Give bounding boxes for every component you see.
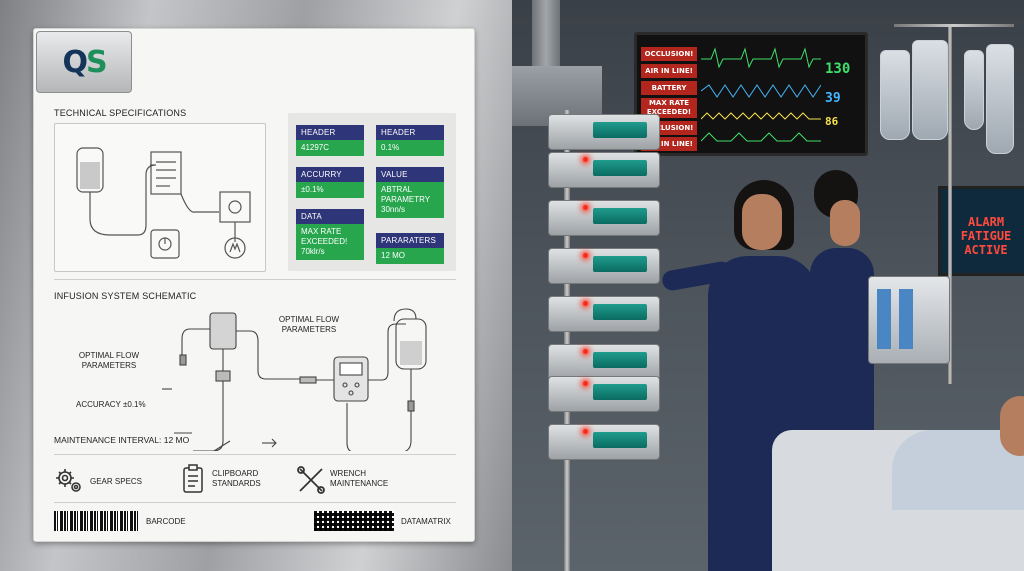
- qs-logo: QS: [36, 31, 132, 93]
- gear-specs-label: GEAR SPECS: [90, 477, 143, 486]
- infusion-pump: [548, 376, 660, 412]
- alarm-air-in-line: AIR IN LINE!: [641, 64, 697, 78]
- nurse-face: [742, 194, 782, 250]
- spec-box-header: ACCURRY: [296, 167, 364, 182]
- schematic-title: INFUSION SYSTEM SCHEMATIC: [54, 291, 197, 301]
- divider: [54, 454, 456, 455]
- spec-box-header: DATA: [296, 209, 364, 224]
- iv-bag: [880, 50, 910, 140]
- spec-box-value: ABTRAL PARAMETRY 30nn/s: [376, 182, 444, 218]
- gear-icon: [56, 469, 81, 492]
- alarm-occlusion: OCCLUSION!: [641, 47, 697, 61]
- divider: [54, 502, 456, 503]
- motor-icon: [224, 237, 246, 259]
- spec-box: ACCURRY ±0.1%: [296, 167, 364, 198]
- pump-pole: [564, 110, 570, 571]
- spec-box-header: PARARATERS: [376, 233, 444, 248]
- optimal-flow-label-top: OPTIMAL FLOW PARAMETERS: [278, 315, 340, 334]
- spec-box-value: ±0.1%: [296, 182, 364, 198]
- wrench-maintenance-label: WRENCH MAINTENANCE: [330, 469, 389, 488]
- patient-monitor: OCCLUSION! AIR IN LINE! BATTERY LOW! MAX…: [634, 32, 868, 156]
- spec-box: HEADER 0.1%: [376, 125, 444, 156]
- spec-box-value: 0.1%: [376, 140, 444, 156]
- alarm-fatigue-screen: ALARM FATIGUE ACTIVE: [938, 186, 1024, 276]
- spec-box: HEADER 41297C: [296, 125, 364, 156]
- spec-box: DATA MAX RATE EXCEEDED! 70klr/s: [296, 209, 364, 260]
- infusion-pump: [548, 200, 660, 236]
- tech-specs-title: TECHNICAL SPECIFICATIONS: [54, 108, 187, 118]
- iv-bag: [964, 50, 984, 130]
- iv-bag: [912, 40, 948, 140]
- logo-letter-s: S: [85, 44, 108, 80]
- iv-pole: [948, 24, 952, 384]
- nurse-face: [830, 200, 860, 246]
- logo-letter-q: Q: [62, 44, 87, 80]
- alarm-battery-low: BATTERY LOW!: [641, 81, 697, 106]
- spec-box-value: 41297C: [296, 140, 364, 156]
- maintenance-label: MAINTENANCE INTERVAL: 12 MO: [54, 435, 190, 445]
- barcode-label: BARCODE: [146, 517, 186, 526]
- infusion-pump: [548, 424, 660, 460]
- waveform-display: [701, 47, 821, 142]
- spec-values-panel: HEADER 41297C HEADER 0.1% ACCURRY ±0.1% …: [288, 113, 456, 271]
- barcode-graphic: [54, 511, 138, 531]
- clipboard-icon: [183, 464, 203, 493]
- spec-box-header: HEADER: [296, 125, 364, 140]
- hospital-photo: OCCLUSION! AIR IN LINE! BATTERY LOW! MAX…: [512, 0, 1024, 571]
- alarm-max-rate: MAX RATE EXCEEDED!: [641, 98, 697, 118]
- ceiling-column: [532, 0, 560, 70]
- alarm-fatigue-text: ALARM FATIGUE ACTIVE: [960, 215, 1012, 257]
- optimal-flow-label-left: OPTIMAL FLOW PARAMETERS: [78, 351, 140, 370]
- infusion-pump: [548, 296, 660, 332]
- spec-box-header: HEADER: [376, 125, 444, 140]
- wrench-icon: [297, 466, 325, 494]
- pump-cartridge-icon: [209, 312, 237, 350]
- flow-diagram-panel: [54, 123, 266, 272]
- datamatrix-label: DATAMATRIX: [401, 517, 451, 526]
- spec-box-header: VALUE: [376, 167, 444, 182]
- flow-diagram: [76, 147, 251, 259]
- vital-spo2: 86: [825, 115, 839, 128]
- infusion-schematic: [162, 308, 427, 451]
- spec-box-value: 12 MO: [376, 248, 444, 264]
- settings-box-icon: [219, 191, 251, 223]
- bedside-pump: [868, 276, 950, 364]
- document-icon: [150, 151, 182, 195]
- iv-bag: [986, 44, 1014, 154]
- patient-head: [1000, 396, 1024, 456]
- infusion-pump: [548, 344, 660, 380]
- iv-pole-hooks: [894, 24, 1014, 27]
- divider: [54, 279, 456, 280]
- vital-resp: 39: [825, 91, 841, 106]
- clipboard-standards-label: CLIPBOARD STANDARDS: [212, 469, 261, 488]
- infusion-pump: [548, 114, 660, 150]
- datamatrix-graphic: [314, 511, 394, 531]
- spec-card: QS TECHNICAL SPECIFICATIONS: [33, 28, 475, 542]
- spec-box-value: MAX RATE EXCEEDED! 70klr/s: [296, 224, 364, 260]
- spec-box: PARARATERS 12 MO: [376, 233, 444, 264]
- spec-box: VALUE ABTRAL PARAMETRY 30nn/s: [376, 167, 444, 218]
- infusion-pump: [548, 248, 660, 284]
- valve-icon: [150, 229, 180, 259]
- infusion-pump: [548, 152, 660, 188]
- vital-heart-rate: 130: [825, 61, 851, 77]
- accuracy-label: ACCURACY ±0.1%: [76, 400, 146, 409]
